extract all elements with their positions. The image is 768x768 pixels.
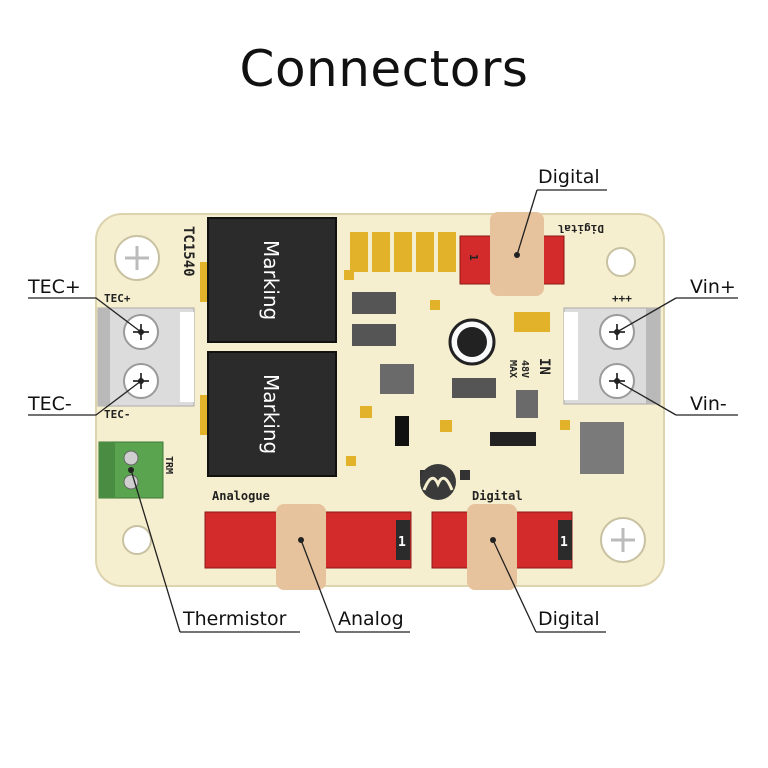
silk-digital-top: Digital <box>558 222 604 235</box>
callout-thermistor: Thermistor <box>182 608 287 630</box>
silk-vin-plus: +++ <box>612 292 632 305</box>
callout-vin-plus: Vin+ <box>690 276 736 298</box>
mounting-hole-bottom-right <box>600 517 646 563</box>
leader-analog <box>300 539 337 633</box>
leader-dots <box>128 252 620 543</box>
pin1-analog-label: 1 <box>398 535 406 550</box>
silk-tec-minus: TEC- <box>104 408 131 421</box>
callout-tec-plus: TEC+ <box>27 276 81 298</box>
highlight-analog <box>276 504 326 590</box>
ic-package-2: Marking <box>200 351 337 477</box>
leader-lines <box>28 189 738 633</box>
leader-tec-minus <box>28 380 142 416</box>
leader-thermistor <box>130 469 181 633</box>
ic-package-1: Marking <box>200 217 337 343</box>
tec-terminal-block <box>97 307 195 407</box>
ic-marking-2: Marking <box>259 374 283 454</box>
silk-in: IN <box>536 358 552 375</box>
component-cluster <box>344 270 624 480</box>
callout-tec-minus: TEC- <box>27 393 72 415</box>
highlight-digital-bottom <box>467 504 517 590</box>
callout-digital-top: Digital <box>538 166 600 188</box>
ic-marking-1: Marking <box>259 240 283 320</box>
callout-digital-bottom: Digital <box>538 608 600 630</box>
callout-analog: Analog <box>338 608 404 630</box>
vin-terminal-block <box>563 307 661 405</box>
leader-digital-bottom <box>492 539 537 633</box>
leader-vin-minus <box>616 380 677 416</box>
mounting-hole-top-right <box>606 247 636 277</box>
leader-digital-top <box>516 189 538 256</box>
silk-digital-bottom: Digital <box>472 489 523 503</box>
leader-vin-plus <box>616 297 677 333</box>
silk-trm: TRM <box>163 456 174 474</box>
silk-max: MAX <box>507 360 518 378</box>
board-model-label: TC1540 <box>180 226 196 277</box>
silk-tec-plus: TEC+ <box>104 292 131 305</box>
silk-analogue: Analogue <box>212 489 270 503</box>
callout-vin-minus: Vin- <box>690 393 727 415</box>
pin1-top-label: 1 <box>467 254 480 261</box>
silk-48v: 48V <box>519 360 530 378</box>
capacitor-row-top <box>350 232 456 272</box>
pin1-digital-label: 1 <box>560 535 568 550</box>
page-title: Connectors <box>239 40 529 98</box>
leader-tec-plus <box>28 297 142 333</box>
manufacturer-logo <box>420 464 456 500</box>
mounting-hole-bottom-left <box>122 525 152 555</box>
mounting-hole-top-left <box>114 235 160 281</box>
